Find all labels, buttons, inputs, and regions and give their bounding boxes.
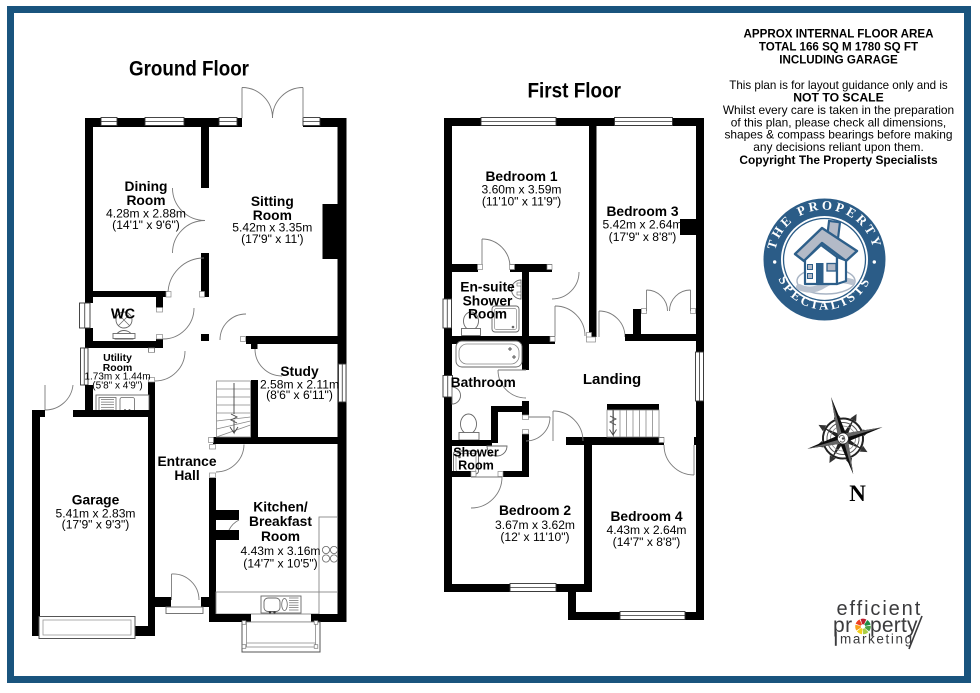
svg-text:Breakfast: Breakfast <box>249 514 312 529</box>
svg-text:WC: WC <box>111 307 136 323</box>
svg-text:1.73m x 1.44m: 1.73m x 1.44m <box>84 372 150 383</box>
svg-text:Sitting: Sitting <box>251 194 294 209</box>
svg-text:(14'7" x 8'8"): (14'7" x 8'8") <box>613 535 681 549</box>
svg-text:First Floor: First Floor <box>528 79 622 103</box>
svg-text:Room: Room <box>261 529 300 544</box>
svg-text:APPROX INTERNAL FLOOR AREA: APPROX INTERNAL FLOOR AREA <box>743 28 934 41</box>
svg-text:(12' x 11'10"): (12' x 11'10") <box>500 530 569 544</box>
svg-text:Utility: Utility <box>103 353 132 364</box>
svg-text:(14'7" x 10'5"): (14'7" x 10'5") <box>243 557 317 571</box>
svg-text:INCLUDING GARAGE: INCLUDING GARAGE <box>779 54 898 67</box>
svg-text:Room: Room <box>468 307 507 322</box>
svg-text:4.43m x 2.64m: 4.43m x 2.64m <box>607 523 687 537</box>
svg-text:Bedroom 1: Bedroom 1 <box>485 169 557 184</box>
svg-text:Dining: Dining <box>125 179 168 194</box>
svg-text:TOTAL 166 SQ M 1780 SQ FT: TOTAL 166 SQ M 1780 SQ FT <box>759 41 918 54</box>
svg-text:3.60m x 3.59m: 3.60m x 3.59m <box>482 183 562 197</box>
svg-text:of this plan, please check all: of this plan, please check all dimension… <box>731 115 946 129</box>
svg-text:Bedroom 3: Bedroom 3 <box>606 204 678 219</box>
svg-text:Bedroom 2: Bedroom 2 <box>499 503 571 518</box>
svg-text:N: N <box>849 481 866 506</box>
svg-text:En-suite: En-suite <box>460 280 515 295</box>
svg-text:Whilst every care is taken in: Whilst every care is taken in the prepar… <box>723 103 954 117</box>
svg-text:Room: Room <box>126 193 165 208</box>
svg-text:Kitchen/: Kitchen/ <box>253 500 308 515</box>
svg-text:efficient: efficient <box>837 598 923 620</box>
svg-text:Room: Room <box>253 208 292 223</box>
svg-text:5.42m x 2.64m: 5.42m x 2.64m <box>603 218 683 232</box>
svg-text:NOT TO SCALE: NOT TO SCALE <box>793 91 884 105</box>
svg-text:Shower: Shower <box>453 446 499 460</box>
svg-text:Room: Room <box>458 459 494 473</box>
svg-text:(17'9" x 11'): (17'9" x 11') <box>241 232 303 246</box>
svg-text:Hall: Hall <box>174 468 199 483</box>
svg-text:(8'6" x 6'11"): (8'6" x 6'11") <box>266 388 333 402</box>
svg-text:(17'9" x 8'8"): (17'9" x 8'8") <box>609 230 677 244</box>
svg-text:Copyright The Property Special: Copyright The Property Specialists <box>739 153 938 167</box>
svg-text:(5'8" x 4'9"): (5'8" x 4'9") <box>92 380 142 391</box>
svg-text:Bedroom 4: Bedroom 4 <box>610 509 682 524</box>
svg-text:(17'9" x 9'3"): (17'9" x 9'3") <box>62 517 130 531</box>
svg-text:4.43m x 3.16m: 4.43m x 3.16m <box>241 544 321 558</box>
svg-text:3.67m x 3.62m: 3.67m x 3.62m <box>495 518 575 532</box>
svg-text:2.58m x 2.11m: 2.58m x 2.11m <box>260 378 339 392</box>
svg-text:(11'10" x 11'9"): (11'10" x 11'9") <box>482 194 561 208</box>
svg-text:pr: pr <box>833 614 853 637</box>
svg-text:marketing: marketing <box>840 632 914 647</box>
svg-text:4.28m x 2.88m: 4.28m x 2.88m <box>106 207 186 221</box>
svg-text:any decisions reliant upon the: any decisions reliant upon them. <box>753 140 924 154</box>
svg-text:Study: Study <box>280 364 319 379</box>
svg-text:5.42m x 3.35m: 5.42m x 3.35m <box>232 221 312 235</box>
svg-text:This plan is for layout guidan: This plan is for layout guidance only an… <box>729 79 948 92</box>
svg-text:Entrance: Entrance <box>157 454 216 469</box>
svg-text:Shower: Shower <box>463 294 513 309</box>
svg-text:Ground Floor: Ground Floor <box>129 57 250 81</box>
svg-text:Garage: Garage <box>72 493 120 508</box>
svg-text:Landing: Landing <box>583 371 641 388</box>
svg-text:shapes & compass bearings befo: shapes & compass bearings before making <box>724 128 952 142</box>
svg-text:(14'1" x 9'6"): (14'1" x 9'6") <box>112 218 180 232</box>
svg-text:perty: perty <box>870 614 918 637</box>
svg-text:Bathroom: Bathroom <box>451 375 516 390</box>
svg-text:5.41m x 2.83m: 5.41m x 2.83m <box>56 507 136 521</box>
svg-text:Room: Room <box>103 363 132 374</box>
